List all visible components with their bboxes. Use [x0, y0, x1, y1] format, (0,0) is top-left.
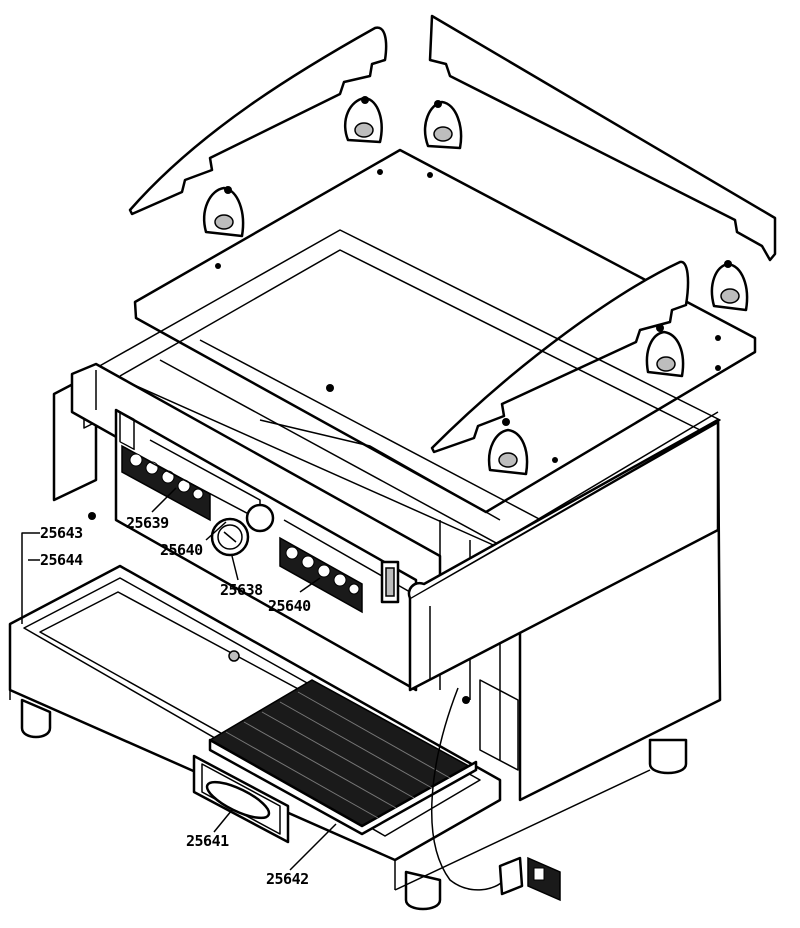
bracket-r — [710, 260, 749, 312]
right-long-panel — [428, 14, 777, 262]
bracket-tm — [423, 100, 463, 150]
part-label-25643: 25643 — [40, 524, 83, 542]
leader-25640b — [299, 577, 321, 593]
leader-25643 — [21, 532, 40, 624]
plug — [498, 856, 524, 896]
leader-25641 — [213, 809, 233, 833]
foot-right — [648, 738, 688, 775]
left-curved-panel — [128, 26, 388, 216]
frame-top — [95, 229, 721, 549]
part-label-25640-left: 25640 — [160, 541, 203, 559]
bracket-fm — [487, 418, 529, 476]
part-label-25644: 25644 — [40, 551, 83, 569]
leader-25642 — [289, 823, 337, 871]
front-curved-panel — [430, 260, 690, 454]
bracket-tl — [343, 96, 383, 144]
part-label-25640-right: 25640 — [268, 597, 311, 615]
bracket-l — [203, 186, 245, 238]
power-cable — [431, 687, 505, 891]
bracket-mr — [645, 324, 685, 378]
leader-25638 — [231, 555, 239, 581]
part-label-25642: 25642 — [266, 870, 309, 888]
part-label-25639: 25639 — [126, 514, 169, 532]
leader-25640a — [205, 521, 227, 541]
leader-25639 — [151, 487, 177, 513]
foot-left — [20, 698, 52, 739]
part-label-25641: 25641 — [186, 832, 229, 850]
part-label-25638: 25638 — [220, 581, 263, 599]
